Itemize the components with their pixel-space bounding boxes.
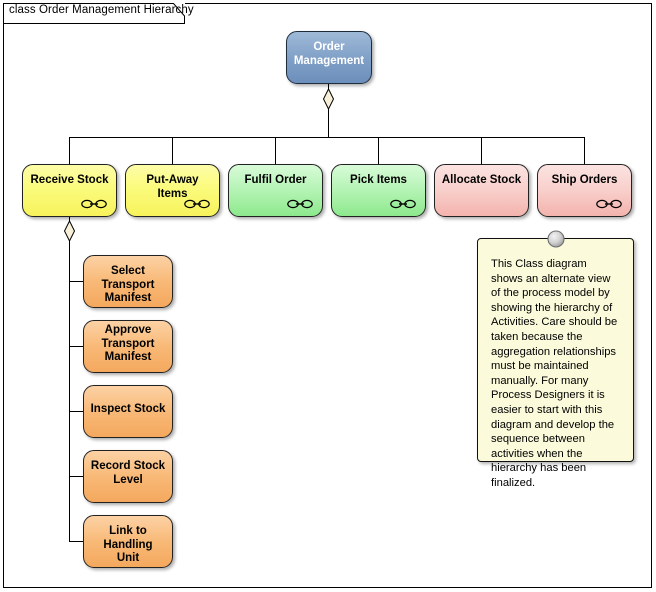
node-record-stock-level[interactable]: Record Stock Level <box>83 450 173 503</box>
frame-title-label: class Order Management Hierarchy <box>9 4 194 16</box>
connector-stub-record-stock-level <box>69 476 84 477</box>
node-label: Put-Away Items <box>146 174 199 200</box>
node-label: Approve Transport Manifest <box>101 324 155 363</box>
frame-title-tab <box>3 3 185 24</box>
activity-icon <box>287 199 313 209</box>
activity-icon <box>596 199 622 209</box>
connector-drop-pick-items <box>378 137 379 164</box>
connector-root-stub <box>328 84 329 90</box>
node-inspect-stock[interactable]: Inspect Stock <box>83 385 173 438</box>
connector-drop-receive-stock <box>69 137 70 164</box>
connector-stub-link-to-handling-unit <box>69 541 84 542</box>
activity-icon <box>184 199 210 209</box>
node-approve-transport-manifest[interactable]: Approve Transport Manifest <box>83 320 173 373</box>
activity-icon <box>390 199 416 209</box>
connector-drop-put-away-items <box>172 137 173 164</box>
connector-drop-fulfil-order <box>275 137 276 164</box>
node-label: Pick Items <box>350 174 407 186</box>
node-label: Receive Stock <box>30 174 109 186</box>
node-label: Link to Handling Unit <box>103 525 153 564</box>
node-select-transport-manifest[interactable]: Select Transport Manifest <box>83 255 173 308</box>
node-label: Ship Orders <box>551 174 618 186</box>
node-label: Order Management <box>293 41 365 67</box>
node-ship-orders[interactable]: Ship Orders <box>537 164 632 217</box>
aggregation-diamond-icon-root <box>322 88 335 110</box>
node-label: Allocate Stock <box>441 174 522 186</box>
aggregation-diamond-icon-receive-stock <box>63 220 76 242</box>
node-label: Inspect Stock <box>90 403 166 415</box>
connector-stub-select-transport-manifest <box>69 281 84 282</box>
connector-bus-horizontal <box>69 137 585 138</box>
node-receive-stock[interactable]: Receive Stock <box>22 164 117 217</box>
connector-drop-ship-orders <box>584 137 585 164</box>
node-pick-items[interactable]: Pick Items <box>331 164 426 217</box>
connector-stub-approve-transport-manifest <box>69 346 84 347</box>
node-fulfil-order[interactable]: Fulfil Order <box>228 164 323 217</box>
diagram-note[interactable]: This Class diagram shows an alternate vi… <box>477 230 634 489</box>
connector-stub-inspect-stock <box>69 411 84 412</box>
connector-drop-allocate-stock <box>481 137 482 164</box>
connector-receive-stock-spine <box>69 241 70 542</box>
activity-icon <box>81 199 107 209</box>
note-text: This Class diagram shows an alternate vi… <box>491 258 618 489</box>
node-label: Select Transport Manifest <box>101 265 155 304</box>
node-label: Fulfil Order <box>244 174 307 186</box>
note-pin-icon <box>546 230 565 248</box>
connector-root-to-bus <box>328 109 329 138</box>
node-link-to-handling-unit[interactable]: Link to Handling Unit <box>83 515 173 568</box>
node-label: Record Stock Level <box>90 460 166 486</box>
node-allocate-stock[interactable]: Allocate Stock <box>434 164 529 217</box>
node-put-away-items[interactable]: Put-Away Items <box>125 164 220 217</box>
node-order-management[interactable]: Order Management <box>286 31 372 84</box>
